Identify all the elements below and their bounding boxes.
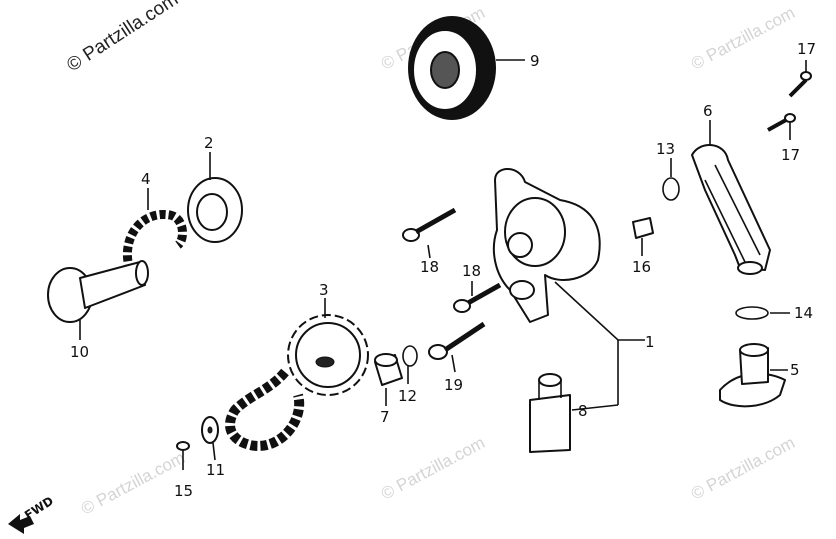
callout-14: 14 (794, 304, 813, 322)
washer-part-11 (201, 416, 219, 461)
bolt-part-18-upper (402, 207, 457, 259)
callout-13: 13 (656, 140, 675, 158)
callout-16: 16 (632, 258, 651, 276)
callout-18: 18 (420, 258, 439, 276)
callout-3: 3 (319, 281, 329, 299)
sprocket-hub-part-2 (187, 152, 243, 243)
copyright-text: © Partzilla.com (63, 0, 182, 76)
callout-15: 15 (174, 482, 193, 500)
strainer-part-8 (529, 373, 619, 453)
callout-2: 2 (204, 134, 214, 152)
gear-part-9 (408, 16, 525, 120)
dowel-part-16 (632, 217, 654, 256)
callout-10: 10 (70, 343, 89, 361)
bolt-part-18-lower (453, 281, 502, 313)
shaft-part-10 (47, 260, 149, 340)
callout-6: 6 (703, 102, 713, 120)
chain-part-4 (122, 188, 187, 272)
callout-7: 7 (380, 408, 390, 426)
elbow-part-5 (719, 343, 788, 408)
callout-labels: 1 2 3 4 5 6 7 8 9 10 11 12 13 14 15 16 1… (70, 40, 816, 500)
watermark: © Partzilla.com (688, 3, 798, 74)
watermark: © Partzilla.com (688, 433, 798, 504)
watermark: © Partzilla.com (378, 433, 488, 504)
collar-part-7 (374, 353, 403, 406)
callout-5: 5 (790, 361, 800, 379)
sprocket-part-3 (287, 298, 369, 396)
bolt-part-19 (428, 321, 486, 373)
chain-part (225, 368, 305, 451)
bolt-part-17-lower (767, 113, 796, 140)
callout-17: 17 (797, 40, 816, 58)
o-ring-part-12 (402, 345, 418, 384)
callout-8: 8 (578, 402, 588, 420)
callout-1: 1 (645, 333, 655, 351)
oil-pipe-part-6 (691, 120, 771, 275)
callout-11: 11 (206, 461, 225, 479)
callout-9: 9 (530, 52, 540, 70)
forward-direction-indicator: FWD (8, 494, 56, 534)
bolt-part-17-upper (788, 60, 812, 98)
pump-body-part-1 (492, 168, 645, 405)
o-ring-part-13 (662, 158, 680, 201)
callout-12: 12 (398, 387, 417, 405)
o-ring-part-14 (735, 306, 790, 320)
callout-17: 17 (781, 146, 800, 164)
fwd-label: FWD (22, 494, 56, 523)
callout-18: 18 (462, 262, 481, 280)
callout-4: 4 (141, 170, 151, 188)
watermark: © Partzilla.com (78, 448, 188, 519)
bolt-part-15 (176, 441, 190, 470)
callout-19: 19 (444, 376, 463, 394)
